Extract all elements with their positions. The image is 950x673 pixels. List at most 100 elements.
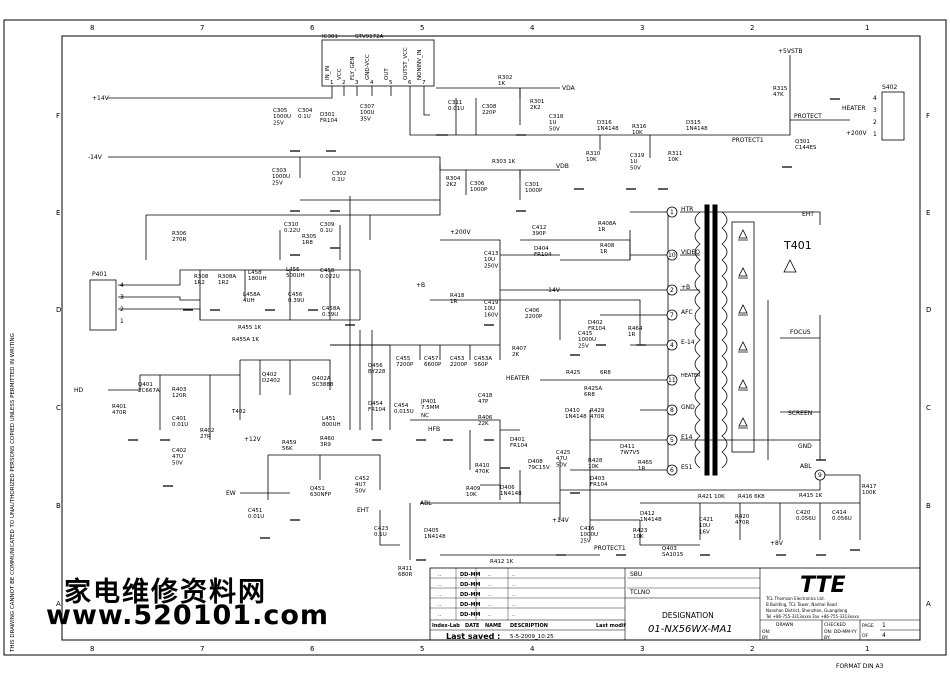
svg-text:-14V: -14V [88, 154, 103, 161]
svg-text:TCL Thomson Electronics Ltd.: TCL Thomson Electronics Ltd. [765, 596, 825, 601]
watermark-url: www.520101.com [46, 600, 330, 631]
svg-text:NAME: NAME [485, 623, 502, 629]
row-labels: F E D C B A F E D C B A [56, 112, 931, 608]
p401-connector: P401 4 3 2 1 [89, 271, 124, 331]
svg-text:DRAWN: DRAWN [776, 622, 793, 628]
svg-text:HTR: HTR [681, 206, 693, 213]
component-nc: NC [421, 413, 429, 419]
svg-text:1: 1 [670, 209, 674, 216]
component-r425: R425 [566, 370, 581, 376]
svg-text:GND-VCC: GND-VCC [365, 54, 371, 80]
svg-text:HFB: HFB [428, 426, 440, 433]
wiring [108, 39, 861, 560]
svg-text:B Building, TCL Tower, Nanhai: B Building, TCL Tower, Nanhai Road [766, 602, 837, 607]
svg-text:DD-MM: DD-MM [460, 592, 480, 598]
sbu-label: SBU [630, 571, 642, 578]
svg-text:HEATER: HEATER [681, 373, 701, 379]
svg-text:+14V: +14V [552, 517, 570, 524]
svg-text:+200V: +200V [450, 229, 471, 236]
svg-text:5: 5 [389, 80, 393, 86]
svg-text:FOCUS: FOCUS [790, 329, 811, 336]
title-block-footer: DRAWN CHECKED PAGE 1 OF 4 ON: BY: ON: DD… [762, 622, 886, 641]
svg-text:SCREEN: SCREEN [788, 410, 812, 417]
svg-text:..: .. [438, 592, 442, 598]
svg-text:VCC: VCC [337, 68, 343, 80]
col-label: 6 [310, 24, 315, 32]
svg-text:1: 1 [330, 80, 334, 86]
format-label: FORMAT DIN A3 [836, 663, 884, 670]
fbt-pin: 1 HTR [666, 206, 693, 218]
svg-text:..: .. [438, 572, 442, 578]
svg-text:EHT: EHT [802, 211, 814, 218]
col-label: 3 [640, 24, 644, 32]
row-label: F [926, 112, 930, 120]
svg-text:VDB: VDB [556, 163, 569, 170]
component-r303: R303 1K [492, 159, 516, 165]
svg-text:E51: E51 [681, 464, 693, 471]
company-address: TCL Thomson Electronics Ltd. B Building,… [765, 596, 860, 619]
svg-text:1: 1 [873, 131, 877, 138]
last-saved-label: Last saved : [446, 632, 500, 641]
s402-connector: S402 4 3 2 1 HEATER +200V [842, 84, 905, 141]
watermark-chinese: 家电维修资料网 [64, 577, 267, 608]
svg-text:1: 1 [882, 622, 886, 629]
tclno-label: TCLNO [629, 589, 650, 596]
col-label: 5 [420, 645, 424, 653]
svg-text:..: .. [512, 592, 516, 598]
svg-text:ON: DD-MM-YY: ON: DD-MM-YY [824, 629, 857, 635]
svg-text:ABL: ABL [420, 500, 432, 507]
designation-value: 01-NX56WX-MA1 [648, 624, 733, 635]
company-logo: TTE [800, 573, 846, 598]
svg-text:2: 2 [873, 119, 877, 126]
component-r455a: R455A 1K [232, 337, 259, 343]
component-r425_val: 6R8 [600, 370, 611, 376]
svg-text:Nanshan District, Shenzhen, Gu: Nanshan District, Shenzhen, Guangdong [766, 608, 848, 613]
svg-text:5: 5 [670, 437, 674, 444]
svg-text:DD-MM: DD-MM [460, 612, 480, 618]
fbt-pin: 2+B [666, 284, 690, 296]
col-label: 4 [530, 645, 535, 653]
row-label: E [56, 209, 60, 217]
svg-text:BY:: BY: [762, 635, 769, 641]
row-label: C [56, 404, 61, 412]
svg-text:4: 4 [882, 632, 886, 639]
svg-text:EHT: EHT [357, 507, 369, 514]
svg-text:10: 10 [668, 252, 676, 259]
